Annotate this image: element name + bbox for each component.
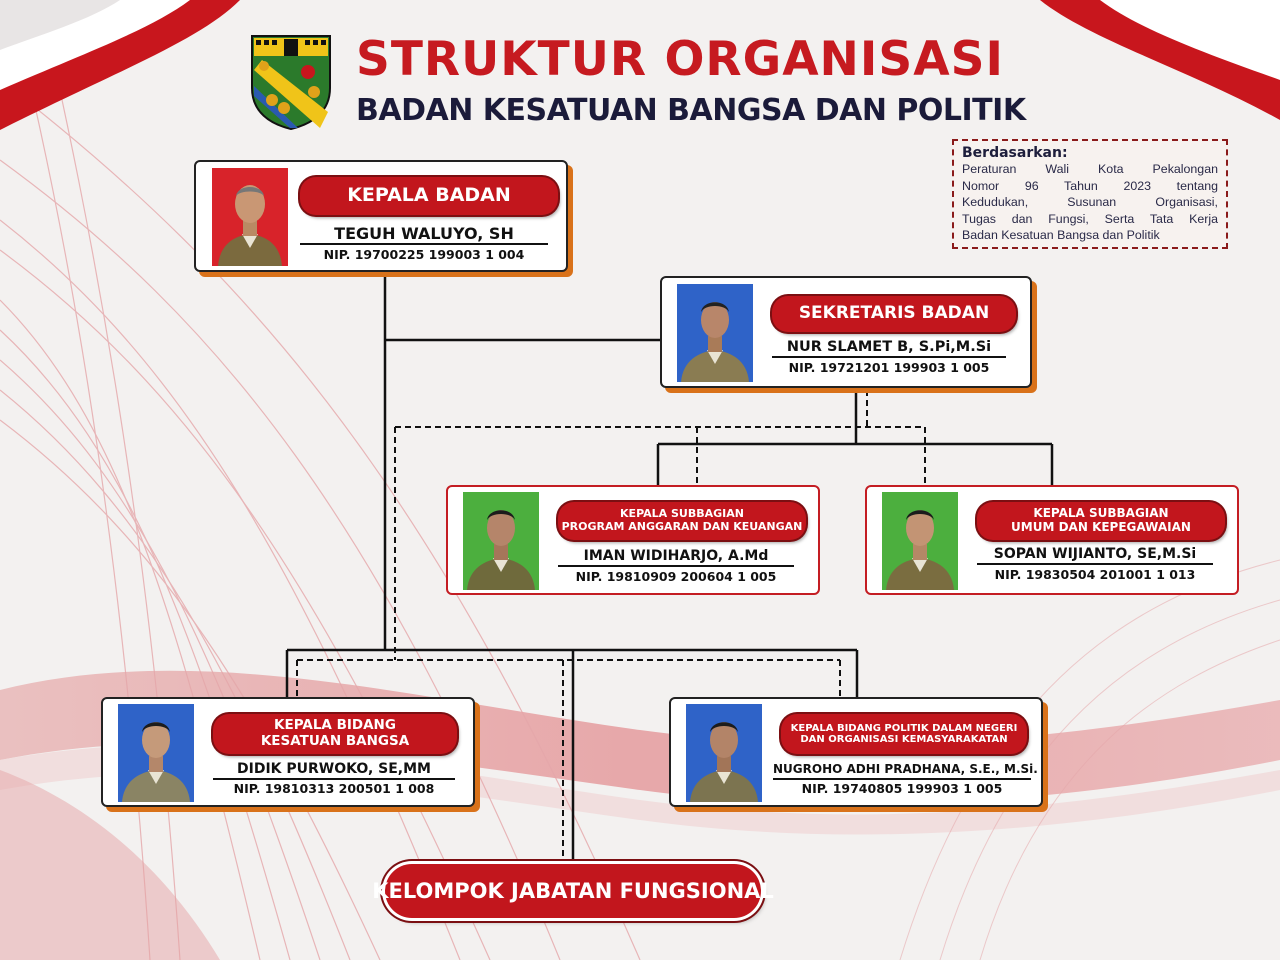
card-kepala-subbagian-program: KEPALA SUBBAGIAN PROGRAM ANGGARAN DAN KE… [446, 485, 820, 595]
official-name: NUR SLAMET B, S.Pi,M.Si [772, 338, 1006, 358]
official-nip: NIP. 19810909 200604 1 005 [575, 569, 777, 584]
official-name: IMAN WIDIHARJO, A.Md [558, 547, 794, 567]
position-title-line: KESATUAN BANGSA [260, 733, 410, 749]
card-kepala-bidang-kesatuan-bangsa: KEPALA BIDANG KESATUAN BANGSA DIDIK PURW… [101, 697, 475, 807]
portrait-photo [118, 704, 194, 802]
legal-basis-line: Badan Kesatuan Bangsa dan Politik [962, 228, 1160, 242]
legal-basis-line: Kedudukan, Susunan Organisasi, [962, 195, 1218, 209]
position-title-line: PROGRAM ANGGARAN DAN KEUANGAN [561, 520, 803, 533]
header: STRUKTUR ORGANISASI BADAN KESATUAN BANGS… [250, 30, 1026, 140]
position-title-pill: KEPALA BADAN [300, 177, 558, 215]
portrait-photo [212, 168, 288, 266]
position-title-line: KEPALA BIDANG [274, 717, 396, 734]
position-title-pill: KEPALA SUBBAGIAN PROGRAM ANGGARAN DAN KE… [558, 502, 806, 540]
position-title-pill: KEPALA BIDANG KESATUAN BANGSA [213, 714, 457, 754]
card-kepala-bidang-politik: KEPALA BIDANG POLITIK DALAM NEGERI DAN O… [669, 697, 1043, 807]
page-title: STRUKTUR ORGANISASI [356, 32, 1004, 87]
card-kepala-subbagian-umum: KEPALA SUBBAGIAN UMUM DAN KEPEGAWAIAN SO… [865, 485, 1239, 595]
official-nip: NIP. 19700225 199003 1 004 [323, 247, 525, 262]
portrait-photo [463, 492, 539, 590]
legal-basis-line: Nomor 96 Tahun 2023 tentang [962, 178, 1218, 193]
official-nip: NIP. 19810313 200501 1 008 [233, 781, 435, 796]
official-name: DIDIK PURWOKO, SE,MM [213, 761, 455, 780]
position-title-line: KEPALA SUBBAGIAN [1033, 506, 1169, 521]
official-name: SOPAN WIJIANTO, SE,M.Si [977, 545, 1213, 565]
legal-basis-line: Peraturan Wali Kota Pekalongan [962, 162, 1218, 176]
position-title-pill: SEKRETARIS BADAN [772, 296, 1016, 332]
legal-basis-line: Tugas dan Fungsi, Serta Tata Kerja [962, 211, 1218, 226]
official-nip: NIP. 19721201 199903 1 005 [788, 360, 990, 375]
official-nip: NIP. 19740805 199903 1 005 [801, 781, 1003, 796]
position-title-line: DAN ORGANISASI KEMASYARAKATAN [800, 734, 1008, 745]
portrait-photo [882, 492, 958, 590]
position-title-line: UMUM DAN KEPEGAWAIAN [1011, 520, 1191, 534]
top-left-flag-decoration [0, 0, 240, 130]
page-subtitle: BADAN KESATUAN BANGSA DAN POLITIK [356, 93, 1026, 128]
official-name: TEGUH WALUYO, SH [300, 224, 548, 245]
position-title-line: KEPALA BIDANG POLITIK DALAM NEGERI [790, 722, 1018, 734]
portrait-photo [677, 284, 753, 382]
card-kepala-badan: KEPALA BADAN TEGUH WALUYO, SH NIP. 19700… [194, 160, 568, 272]
functional-group-pill: KELOMPOK JABATAN FUNGSIONAL [372, 864, 774, 918]
position-title-pill: KEPALA SUBBAGIAN UMUM DAN KEPEGAWAIAN [977, 502, 1225, 540]
city-emblem-logo [251, 35, 331, 130]
position-title-line: KEPALA SUBBAGIAN [620, 507, 744, 521]
top-right-flag-decoration [1040, 0, 1280, 120]
official-name: NUGROHO ADHI PRADHANA, S.E., M.Si. [773, 761, 1038, 780]
legal-basis-box: Berdasarkan: Peraturan Wali Kota Pekalon… [952, 139, 1228, 249]
legal-basis-heading: Berdasarkan: [962, 145, 1068, 161]
official-nip: NIP. 19830504 201001 1 013 [994, 567, 1196, 582]
card-sekretaris-badan: SEKRETARIS BADAN NUR SLAMET B, S.Pi,M.Si… [660, 276, 1032, 388]
portrait-photo [686, 704, 762, 802]
position-title-pill: KEPALA BIDANG POLITIK DALAM NEGERI DAN O… [781, 714, 1027, 754]
